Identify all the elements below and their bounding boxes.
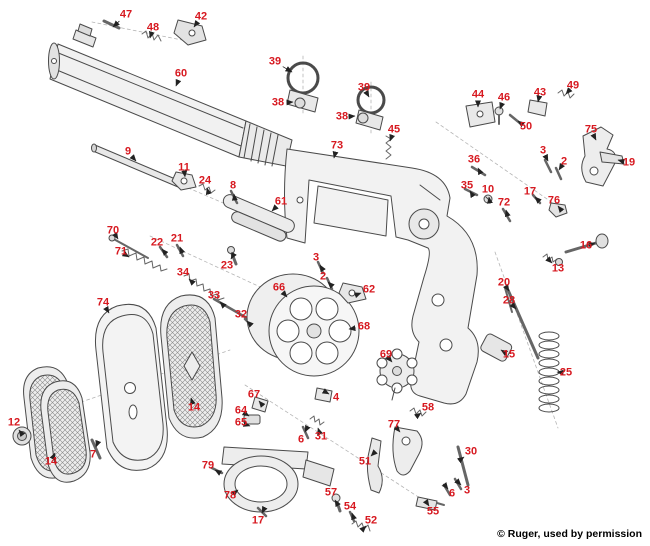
- leader-line: [348, 325, 356, 332]
- leader-line: [617, 158, 626, 165]
- leader-line: [590, 132, 597, 141]
- barrel-art: [48, 23, 293, 167]
- crane-art: [222, 189, 295, 242]
- leader-line: [557, 205, 565, 213]
- leader-line: [422, 498, 430, 507]
- leader-line: [129, 154, 137, 162]
- leader-line: [193, 19, 201, 28]
- leader-line: [565, 87, 573, 95]
- extractor-art: [376, 348, 418, 401]
- leader-line: [282, 66, 293, 73]
- leader-line: [509, 302, 517, 310]
- leader-line: [542, 153, 549, 162]
- grip-panels-art: [94, 294, 223, 471]
- leader-line: [351, 512, 357, 521]
- leader-line: [363, 89, 370, 98]
- cylinder-art: [246, 273, 360, 377]
- leader-line: [327, 281, 335, 289]
- leader-line: [332, 150, 339, 159]
- leader-line: [112, 20, 120, 28]
- leader-line: [280, 290, 288, 298]
- leader-line: [231, 489, 239, 497]
- leader-line: [271, 204, 279, 212]
- leader-line: [517, 120, 525, 128]
- leader-line: [103, 305, 110, 314]
- grip-insert-art: [12, 366, 102, 483]
- leader-line: [175, 78, 182, 87]
- leader-line: [441, 482, 449, 490]
- leader-line: [258, 400, 266, 408]
- leader-line: [359, 525, 367, 533]
- leader-line: [499, 101, 506, 110]
- leader-line: [469, 190, 476, 199]
- hammer-art: [543, 126, 625, 187]
- trigger-guard-art: [210, 446, 335, 518]
- scope-rings-art: [286, 61, 392, 160]
- leader-line: [389, 133, 396, 142]
- frame-art: [284, 148, 479, 405]
- copyright-notice: © Ruger, used by permission: [497, 528, 642, 540]
- leader-line: [534, 196, 542, 204]
- leader-line: [161, 248, 169, 256]
